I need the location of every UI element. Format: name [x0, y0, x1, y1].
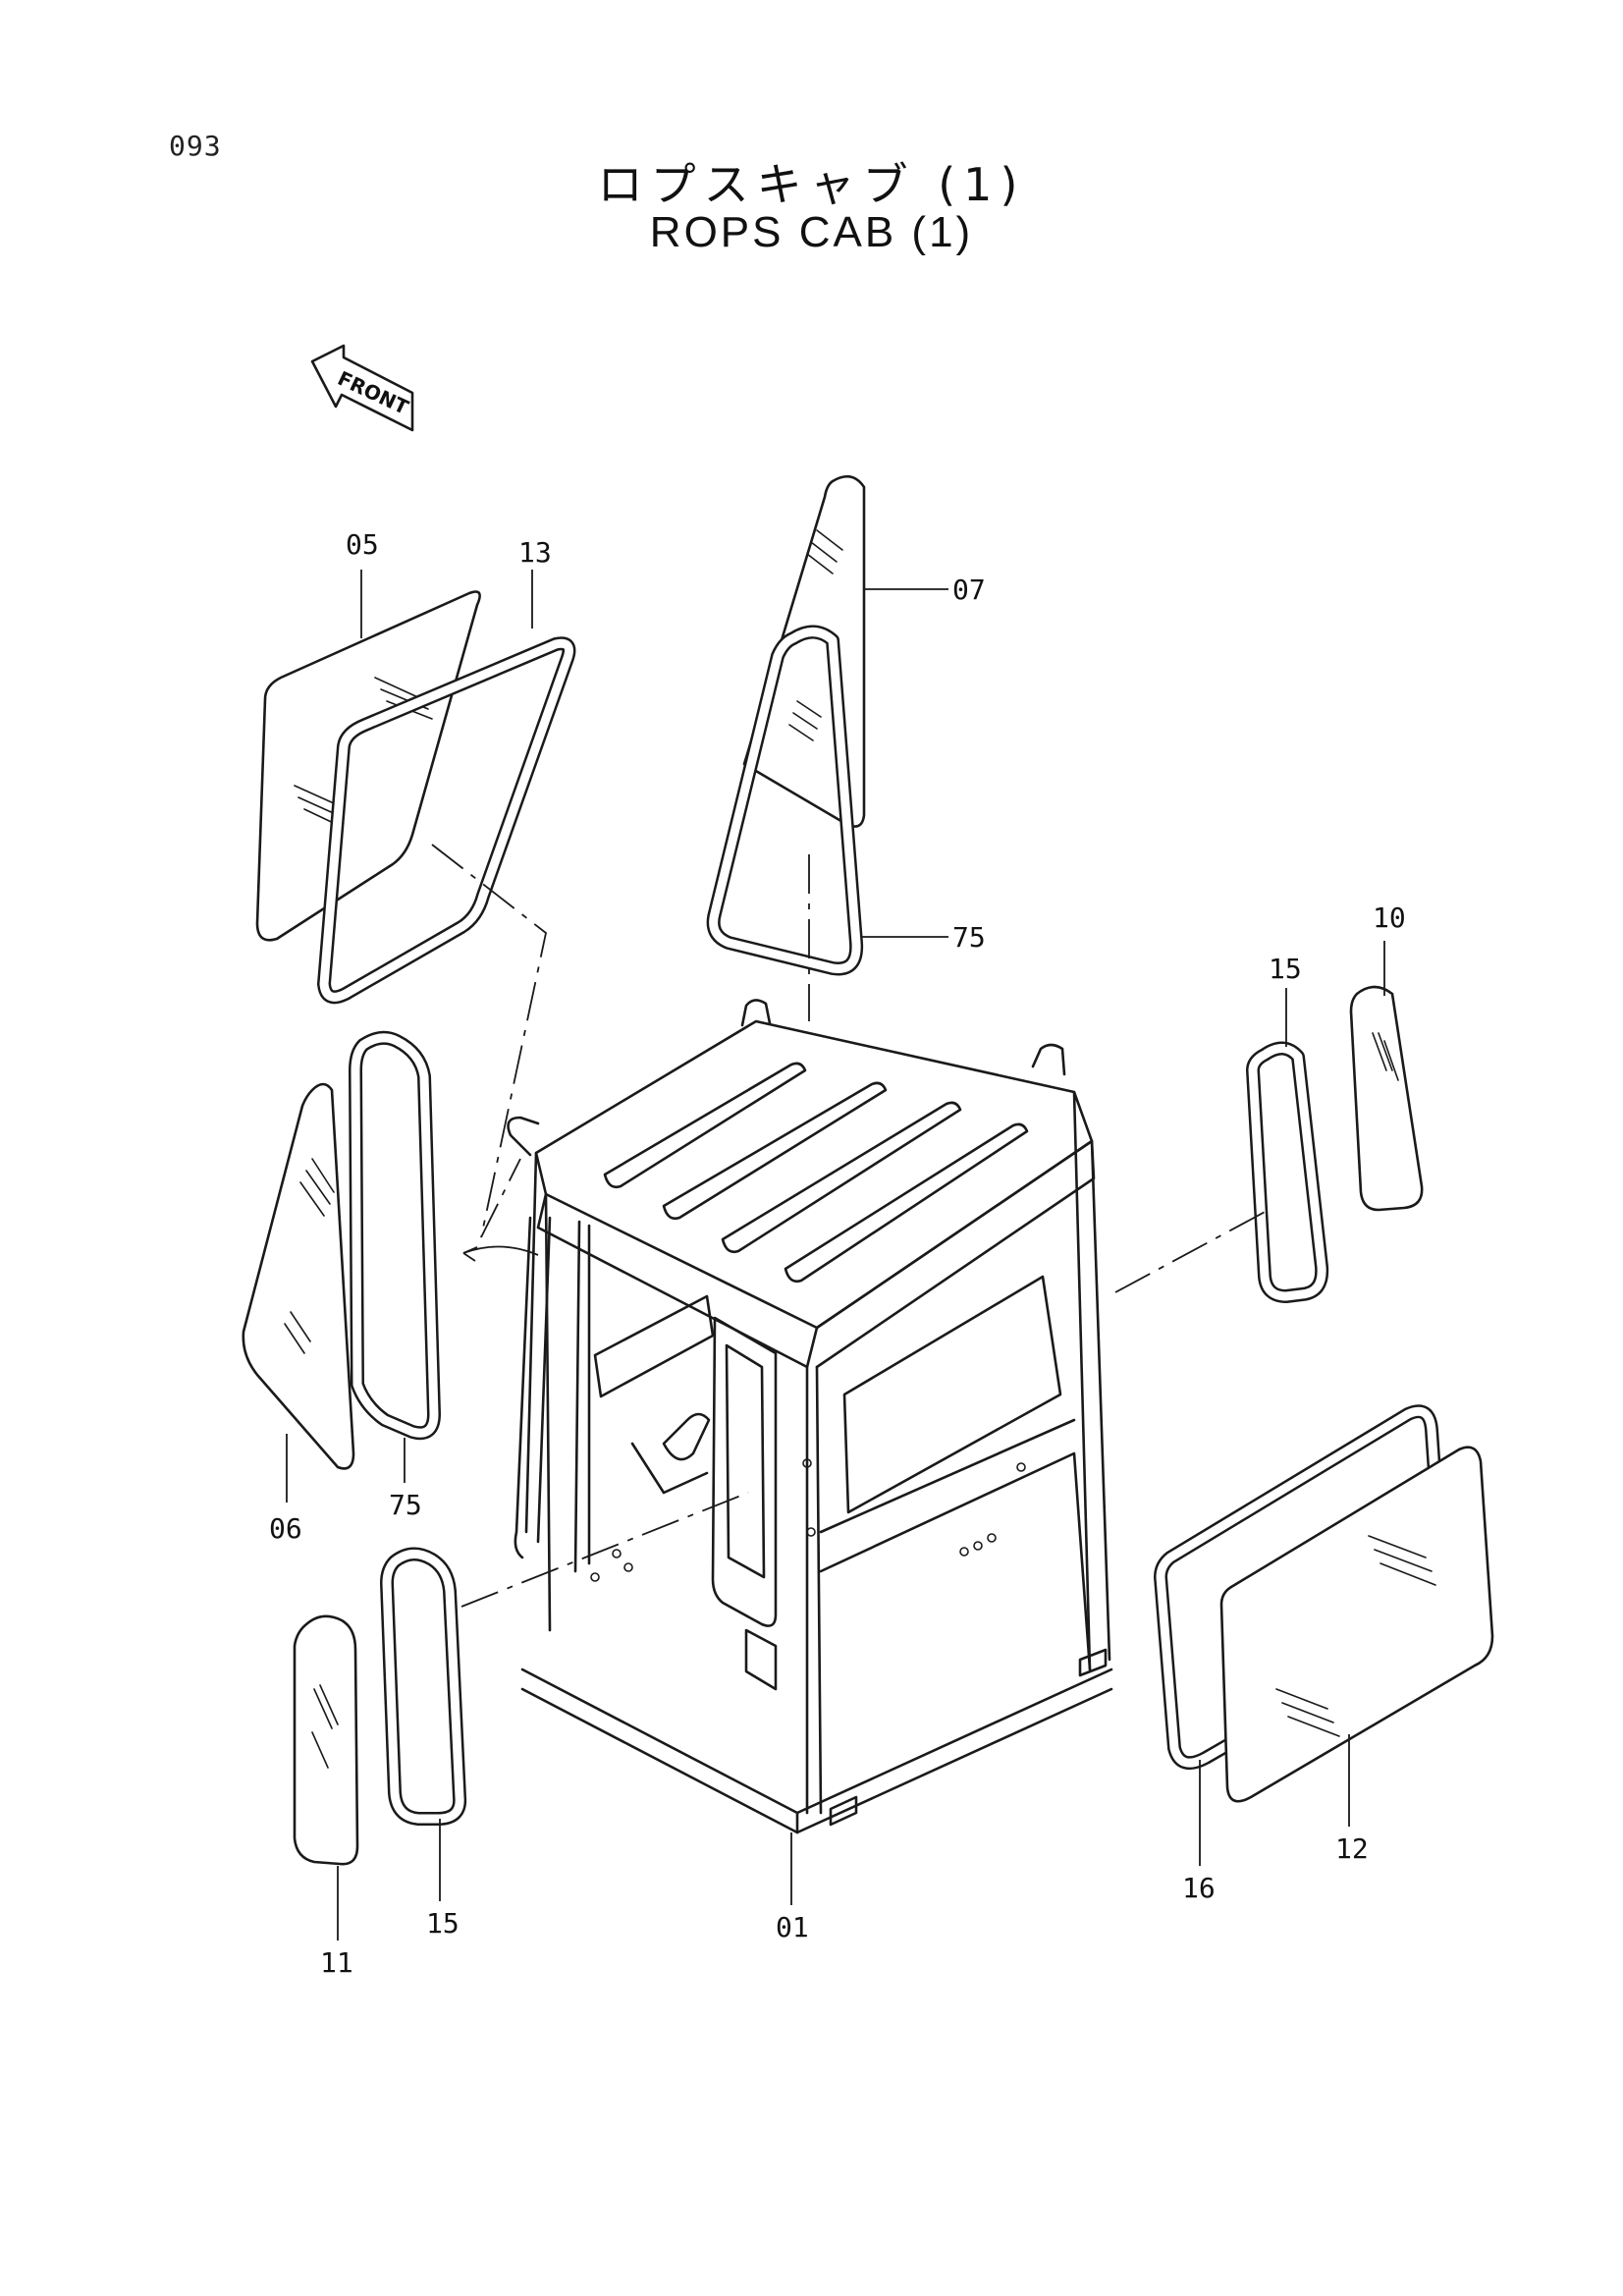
- label-01: 01: [776, 1911, 809, 1943]
- page-title-japanese: ロプスキャブ (1): [597, 158, 1026, 211]
- front-arrow-icon: FRONT: [310, 344, 414, 432]
- label-10: 10: [1373, 902, 1406, 934]
- page-title-english: ROPS CAB (1): [649, 208, 974, 256]
- part-labels: 05 13 07 75 10 15 06 75 11 15 01 16 12: [269, 528, 1406, 1979]
- label-16: 16: [1182, 1872, 1216, 1904]
- part-06-glass: [242, 1082, 355, 1470]
- part-10-glass: [1349, 985, 1424, 1212]
- leader-lines: [286, 570, 1385, 1941]
- part-13-gasket: [317, 636, 576, 1005]
- label-06: 06: [269, 1512, 302, 1545]
- part-12-glass: [1219, 1446, 1494, 1803]
- label-15-right: 15: [1269, 953, 1302, 985]
- part-01-cab-body: [507, 999, 1113, 1834]
- label-07: 07: [952, 574, 986, 606]
- part-05-glass: [255, 590, 481, 942]
- label-12: 12: [1335, 1832, 1369, 1865]
- label-75-top: 75: [952, 921, 986, 954]
- part-15-gasket-right: [1246, 1041, 1329, 1303]
- label-13: 13: [518, 536, 552, 569]
- part-75-gasket-top: [706, 625, 864, 976]
- label-75-left: 75: [389, 1489, 422, 1521]
- label-05: 05: [346, 528, 379, 561]
- part-11-glass: [293, 1614, 359, 1866]
- label-11: 11: [320, 1946, 353, 1979]
- part-15-gasket-bottom: [380, 1547, 467, 1826]
- page-number: 093: [169, 130, 222, 162]
- part-75-gasket-left: [349, 1030, 441, 1441]
- label-15-bottom: 15: [426, 1907, 460, 1940]
